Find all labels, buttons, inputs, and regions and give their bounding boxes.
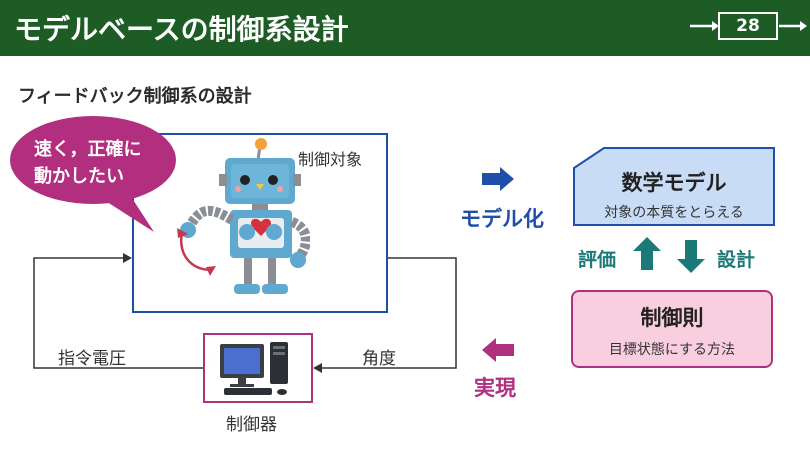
- angle-label: 角度: [362, 349, 396, 369]
- control-law-title: 制御則: [640, 306, 704, 330]
- page-number: 28: [736, 16, 760, 36]
- control-law-box: [571, 290, 773, 368]
- computer-icon: [220, 342, 288, 395]
- realize-label: 実現: [474, 376, 516, 400]
- slide-title: モデルベースの制御系設計: [14, 13, 349, 46]
- speech-bubble-text: 速く，正確に 動かしたい: [34, 139, 142, 187]
- realize-arrow-icon: [482, 338, 514, 362]
- header-bar: [0, 0, 810, 56]
- control-law-caption: 目標状態にする方法: [608, 342, 736, 358]
- plant-label: 制御対象: [298, 150, 363, 169]
- design-down-arrow-icon: [677, 240, 705, 273]
- section-subtitle: フィードバック制御系の設計: [18, 86, 252, 107]
- page-arrows-icon: [690, 21, 807, 31]
- design-label: 設計: [717, 249, 756, 271]
- modelize-label: モデル化: [460, 207, 544, 231]
- command-voltage-label: 指令電圧: [58, 349, 126, 369]
- model-box: [573, 147, 775, 226]
- math-model-title: 数学モデル: [621, 171, 727, 195]
- controller-label: 制御器: [226, 415, 277, 435]
- evaluate-up-arrow-icon: [633, 237, 661, 270]
- evaluate-label: 評価: [578, 249, 617, 271]
- page-number-box: [718, 12, 778, 40]
- robot-icon: [177, 138, 310, 294]
- math-model-caption: 対象の本質をとらえる: [604, 205, 744, 221]
- modelize-arrow-icon: [482, 167, 514, 191]
